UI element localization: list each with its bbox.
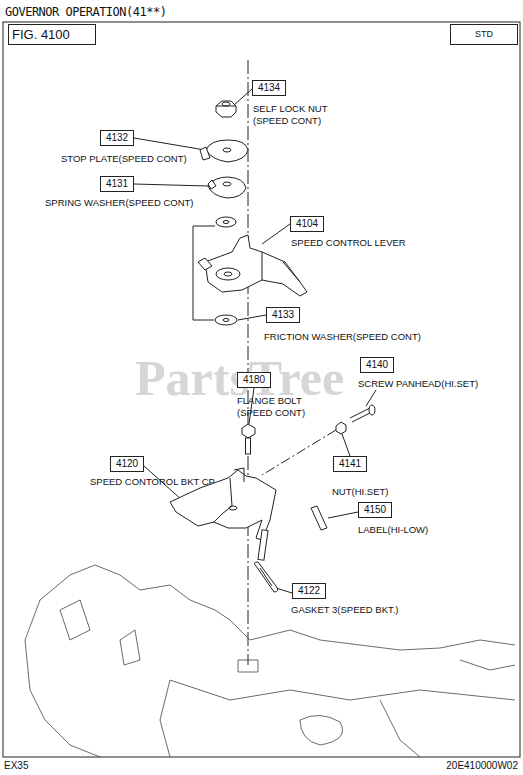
- callout-number: 4122: [293, 584, 325, 598]
- drawing-code: 20E410000W02: [446, 760, 518, 772]
- part-name: SCREW PANHEAD(HI.SET): [358, 378, 478, 390]
- callout-box: 4122GASKET 3(SPEED BKT.): [292, 583, 326, 599]
- part-name: SPRING WASHER(SPEED CONT): [45, 197, 194, 209]
- callout-number: 4104: [291, 217, 323, 231]
- callout-box: 4180FLANGE BOLT (SPEED CONT): [237, 372, 271, 388]
- figure-box: FIG. 4100: [8, 24, 96, 45]
- callout-number: 4180: [238, 373, 270, 387]
- box-text: STD: [451, 25, 517, 44]
- callout-number: 4120: [111, 457, 143, 471]
- part-name: SPEED CONTOROL BKT CP: [90, 476, 215, 488]
- callout-box: 4141NUT(HI.SET): [333, 456, 367, 472]
- callout-box: 4133FRICTION WASHER(SPEED CONT): [266, 307, 300, 323]
- part-name: SPEED CONTROL LEVER: [291, 237, 406, 249]
- part-name: STOP PLATE(SPEED CONT): [61, 153, 187, 165]
- part-name: GASKET 3(SPEED BKT.): [291, 604, 399, 616]
- callout-box: 4131SPRING WASHER(SPEED CONT): [100, 176, 134, 192]
- callout-box: 4132STOP PLATE(SPEED CONT): [100, 130, 134, 146]
- callout-number: 4141: [334, 457, 366, 471]
- callout-box: 4134SELF LOCK NUT (SPEED CONT): [252, 80, 286, 96]
- callout-number: 4140: [361, 358, 393, 372]
- callout-number: 4134: [253, 81, 285, 95]
- part-name: LABEL(HI-LOW): [358, 524, 428, 536]
- callout-number: 4131: [101, 177, 133, 191]
- diagram-title: GOVERNOR OPERATION(41**): [5, 6, 166, 18]
- callout-box: 4150LABEL(HI-LOW): [358, 502, 392, 518]
- part-name: SELF LOCK NUT (SPEED CONT): [253, 103, 337, 127]
- callout-box: 4120SPEED CONTOROL BKT CP: [110, 456, 144, 472]
- callout-box: 4104SPEED CONTROL LEVER: [290, 216, 324, 232]
- callout-number: 4133: [267, 308, 299, 322]
- std-box: STD: [450, 24, 518, 45]
- part-name: FLANGE BOLT (SPEED CONT): [237, 395, 315, 419]
- callout-box: 4140SCREW PANHEAD(HI.SET): [360, 357, 394, 373]
- part-name: NUT(HI.SET): [332, 486, 388, 498]
- model-code: EX35: [4, 760, 28, 772]
- callout-number: 4132: [101, 131, 133, 145]
- box-text: FIG. 4100: [9, 25, 95, 44]
- callout-number: 4150: [359, 503, 391, 517]
- part-name: FRICTION WASHER(SPEED CONT): [264, 331, 421, 343]
